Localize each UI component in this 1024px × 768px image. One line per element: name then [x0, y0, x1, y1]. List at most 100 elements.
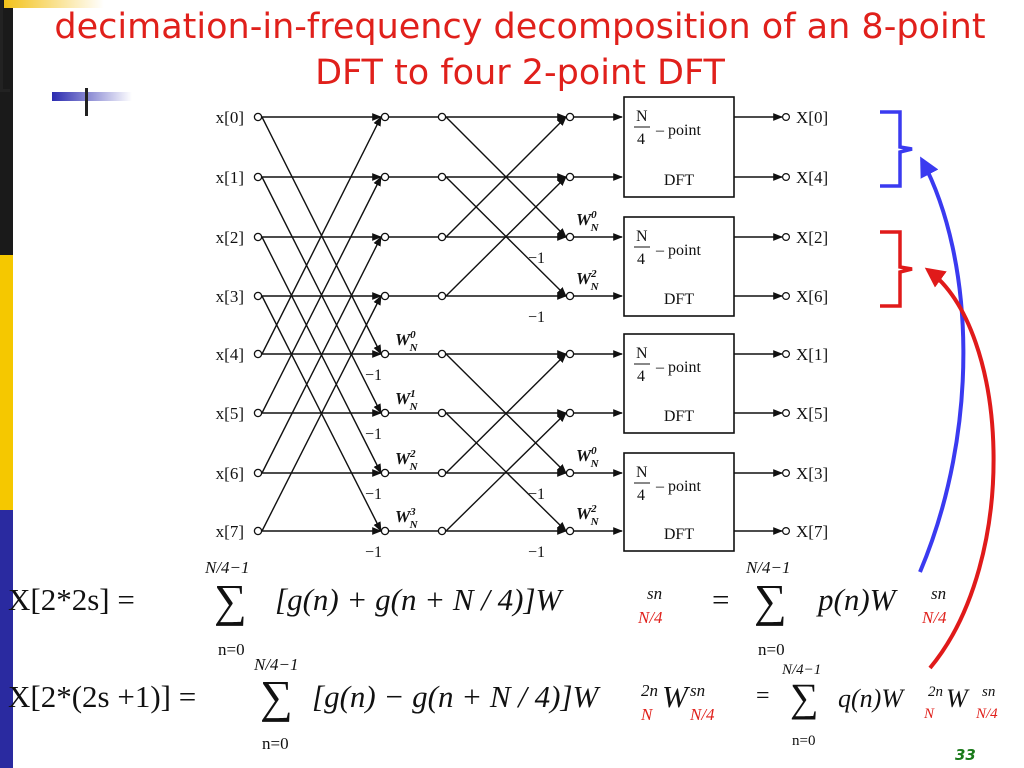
equation-2-upper: N/4−1	[254, 655, 299, 674]
equation-2-body2: q(n)W	[838, 684, 903, 713]
equation-2-exp2a: 2n	[928, 684, 943, 700]
red-arrow-curve	[924, 267, 996, 670]
box-fraction-den-1: 4	[637, 251, 645, 268]
equation-1-eq2: =	[712, 582, 730, 617]
node	[437, 232, 447, 242]
minus-one-stage1-1: −1	[365, 426, 382, 443]
equation-1-body: [g(n) + g(n + N / 4)]W	[275, 582, 562, 617]
node	[437, 408, 447, 418]
equation-2-body-b: W	[662, 679, 688, 714]
box-fraction-num-3: N	[636, 464, 648, 481]
output-label-1: X[4]	[796, 168, 828, 187]
red-bracket	[880, 230, 913, 308]
node	[380, 526, 390, 536]
box-dft-label-1: DFT	[664, 291, 694, 308]
minus-one-stage2-0: −1	[528, 250, 545, 267]
box-dft-label-3: DFT	[664, 526, 694, 543]
node	[437, 526, 447, 536]
minus-one-stage2-1: −1	[528, 309, 545, 326]
node	[437, 291, 447, 301]
equation-2-sub-a: N	[641, 705, 653, 724]
equation-1-lower: n=0	[218, 640, 245, 659]
decor-blue-line	[52, 92, 132, 101]
node	[380, 232, 390, 242]
box-fraction-num-0: N	[636, 108, 648, 125]
node	[437, 112, 447, 122]
node	[380, 408, 390, 418]
blue-arrow-curve	[918, 156, 966, 573]
node	[380, 291, 390, 301]
node	[565, 291, 575, 301]
dft-box-3	[623, 452, 735, 552]
node	[253, 408, 263, 418]
dft-box-1	[623, 216, 735, 317]
output-node	[781, 469, 790, 478]
equation-2-lhs: X[2*(2s +1)] =	[8, 679, 197, 714]
node	[253, 349, 263, 359]
box-fraction-den-2: 4	[637, 368, 645, 385]
output-label-7: X[7]	[796, 522, 828, 541]
node	[565, 349, 575, 359]
input-label-7: x[7]	[216, 522, 244, 541]
output-node	[781, 173, 790, 182]
box-point-label-1: – point	[655, 242, 701, 259]
box-fraction-num-2: N	[636, 345, 648, 362]
equation-2-body2b: W	[946, 684, 968, 713]
node	[253, 232, 263, 242]
equation-2-eq2: =	[756, 683, 770, 709]
output-label-5: X[5]	[796, 404, 828, 423]
node	[565, 232, 575, 242]
minus-one-stage2-3: −1	[528, 544, 545, 561]
box-point-label-3: – point	[655, 478, 701, 495]
equation-2-exp-a: 2n	[641, 681, 658, 700]
equation-1-upper: N/4−1	[205, 558, 250, 577]
output-label-2: X[2]	[796, 228, 828, 247]
stage1-cross-line	[261, 176, 382, 414]
dft-box-2	[623, 333, 735, 434]
equation-1-sub: N/4	[638, 608, 663, 627]
stage1-cross-line	[261, 295, 382, 532]
node	[437, 172, 447, 182]
box-fraction-num-1: N	[636, 228, 648, 245]
equation-2-sub2b: N/4	[976, 706, 998, 722]
input-label-2: x[2]	[216, 228, 244, 247]
equation-1-exp2: sn	[931, 584, 947, 603]
input-label-3: x[3]	[216, 287, 244, 306]
input-label-4: x[4]	[216, 345, 244, 364]
equation-2-exp-b: sn	[690, 681, 706, 700]
minus-one-stage1-0: −1	[365, 367, 382, 384]
minus-one-stage1-2: −1	[365, 486, 382, 503]
equation-2-lower: n=0	[262, 734, 289, 753]
output-node	[781, 526, 790, 535]
box-fraction-den-3: 4	[637, 487, 645, 504]
input-label-0: x[0]	[216, 108, 244, 127]
minus-one-stage1-3: −1	[365, 544, 382, 561]
stage2-cross-line	[445, 353, 567, 474]
input-label-6: x[6]	[216, 464, 244, 483]
output-node	[781, 350, 790, 359]
minus-one-stage2-2: −1	[528, 486, 545, 503]
node	[253, 291, 263, 301]
node	[565, 172, 575, 182]
node	[380, 349, 390, 359]
decor-vertical-tick	[85, 88, 88, 116]
left-bar-black	[0, 0, 13, 255]
node	[253, 172, 263, 182]
output-node	[781, 112, 790, 121]
output-label-0: X[0]	[796, 108, 828, 127]
blue-bracket	[880, 110, 913, 188]
equation-2-upper2: N/4−1	[782, 662, 822, 678]
stage1-cross-line	[261, 116, 382, 355]
equation-1-sub2: N/4	[922, 608, 947, 627]
node	[253, 112, 263, 122]
equation-1-body2: p(n)W	[818, 582, 896, 617]
box-point-label-2: – point	[655, 359, 701, 376]
